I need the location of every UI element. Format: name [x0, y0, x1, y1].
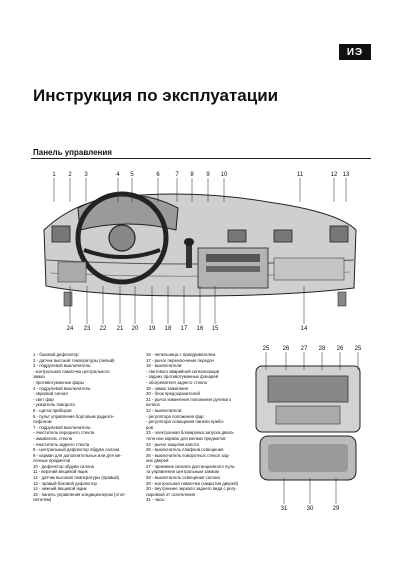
- legend-line: теля или карман для мелких предметов: [146, 435, 226, 441]
- legend-line: 30 - внутреннее зеркало заднего вида с р…: [146, 486, 237, 492]
- callout-number: 13: [343, 172, 350, 178]
- legend-line: - регулятора положения фар: [146, 413, 204, 419]
- legend-line: - светового аварийной сигнализации: [146, 368, 220, 374]
- legend-line: - звуковой сигнал: [33, 391, 68, 397]
- legend-line: - обогревателя заднего стекла: [146, 379, 207, 385]
- callout-number: 29: [333, 506, 340, 512]
- legend-line: 11 - верхний вещевой ящик: [33, 469, 88, 475]
- section-badge: ИЭ: [339, 44, 371, 60]
- callout-number: 7: [175, 172, 179, 178]
- callout-number: 21: [117, 326, 124, 332]
- legend-line: - очиститель переднего стекла: [33, 430, 95, 436]
- callout-number: 17: [181, 326, 188, 332]
- legend-line: 20 - блок предохранителей: [146, 391, 200, 397]
- legend-line: 22 - выключатели:: [146, 407, 183, 413]
- legend-line: 18 - выключатели:: [146, 363, 183, 369]
- callout-number: 18: [165, 326, 172, 332]
- section-divider: [31, 158, 371, 159]
- callout-number: 16: [197, 326, 204, 332]
- legend-line: 8 - центральный дефлектор обдува салона: [33, 447, 120, 453]
- legend-line: 9 - карман для дополнительных или для ме…: [33, 452, 122, 458]
- legend-line: 2 - датчик высокой температуры (левый): [33, 357, 115, 363]
- callout-number: 15: [212, 326, 219, 332]
- legend-line: 17 - рычаг переключения передач: [146, 357, 214, 363]
- legend-line: колеса: [146, 402, 160, 408]
- legend-line: 31 - часы: [146, 497, 165, 503]
- callout-number: 5: [130, 172, 134, 178]
- callout-number: 14: [301, 326, 308, 332]
- callout-number: 3: [84, 172, 88, 178]
- callout-number: 11: [297, 172, 304, 178]
- legend-line: лефоном: [33, 419, 52, 425]
- callout-number: 2: [68, 172, 72, 178]
- legend-line: 19 - замок зажигания: [146, 385, 188, 391]
- legend-line: та управления центральным замком: [146, 469, 219, 475]
- page-title: Инструкция по эксплуатации: [33, 86, 279, 105]
- callout-number: 31: [281, 506, 288, 512]
- callout-number: 26: [283, 346, 290, 352]
- legend-line: - контрольная лампочка центрального: [33, 368, 110, 374]
- legend-line: 12 - датчик высокой температуры (правый): [33, 475, 120, 481]
- callout-number: 9: [206, 172, 210, 178]
- callout-number: 10: [221, 172, 228, 178]
- legend-line: 14 - нижний вещевой ящик: [33, 486, 87, 492]
- callout-number: 12: [331, 172, 338, 178]
- overhead-console-illustration: 25 26 27 28 26 25 31 30 29: [255, 346, 362, 512]
- legend-line: - указатель поворота: [33, 402, 75, 408]
- legend-line: 1 - боковой дефлектор: [33, 352, 79, 357]
- legend-line: 16 - пепельница с прикуривателем: [146, 352, 216, 357]
- legend-line: 5 - щиток приборов: [33, 407, 72, 413]
- legend-line: 4 - подрулевой выключатель:: [33, 385, 92, 391]
- legend-line: 26 - выключатель поворотных стекол зад-: [146, 452, 230, 458]
- callout-number: 4: [116, 172, 120, 178]
- legend-line: - противотуманные фары: [33, 379, 84, 385]
- legend-line: лировкой от ослепления: [146, 491, 196, 497]
- legend-line: замка: [33, 374, 45, 380]
- legend-line: лителем): [33, 497, 52, 503]
- legend-line: 25 - выключатель плафона освещения: [146, 447, 224, 453]
- callout-number: 22: [100, 326, 107, 332]
- callout-number: 20: [132, 326, 139, 332]
- callout-number: 6: [156, 172, 160, 178]
- legend-line: 3 - подрулевой выключатель:: [33, 363, 92, 369]
- callout-number: 28: [319, 346, 326, 352]
- legend-line: 24 - рычаг защелки капота: [146, 441, 199, 447]
- legend-line: 28 - выключатель освещения салона: [146, 475, 220, 481]
- callout-number: 24: [67, 326, 74, 332]
- callout-number: 25: [263, 346, 270, 352]
- legend-line: 13 - правый боковой дефлектор: [33, 480, 97, 486]
- callout-number: 23: [84, 326, 91, 332]
- legend-line: 23 - электронная блокировка запуска двиг…: [146, 430, 235, 436]
- section-title: Панель управления: [33, 148, 112, 157]
- legend-line: - омыватель стекла: [33, 435, 72, 441]
- legend-line: них дверей: [146, 458, 169, 464]
- legend-line: - задних противотуманных фонарей: [146, 374, 219, 380]
- legend-line: 15 - панель управления кондиционером (от…: [33, 491, 126, 497]
- legend-line: 27 - приемник сигнала дистанционного пул…: [146, 463, 236, 469]
- legend-line: 7 - подрулевой выключатель:: [33, 424, 92, 430]
- legend-line: - свет фар: [33, 396, 54, 402]
- callout-number: 30: [307, 506, 314, 512]
- legend-line: 21 - рычаг изменения положения рулевого: [146, 396, 232, 402]
- callout-number: 1: [52, 172, 56, 178]
- callout-number: 19: [149, 326, 156, 332]
- legend-line: 29 - контрольная лампочка (закрытия двер…: [146, 480, 239, 486]
- legend-line: ров: [146, 424, 154, 430]
- legend-line: 10 - дефлектор обдува салона: [33, 463, 95, 469]
- legend-line: 6 - пульт управления бортовым радиоте-: [33, 413, 115, 419]
- callout-number: 27: [301, 346, 308, 352]
- legend-line: лочных предметов: [33, 458, 71, 464]
- callout-number: 25: [355, 346, 362, 352]
- callout-number: 26: [337, 346, 344, 352]
- legend-line: - очиститель заднего стекла: [33, 441, 90, 447]
- callout-number: 8: [190, 172, 194, 178]
- legend-line: - регулятора освещения панели прибо-: [146, 419, 225, 425]
